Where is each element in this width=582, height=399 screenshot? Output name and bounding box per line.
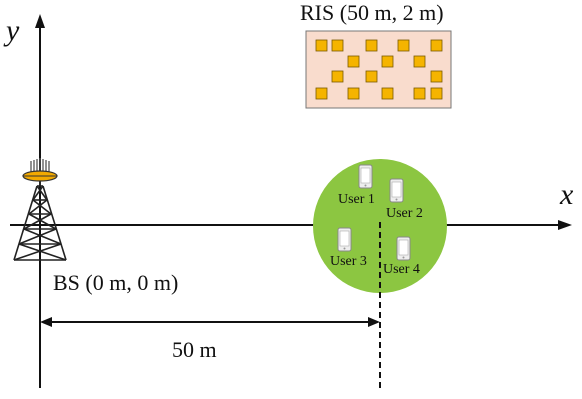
ris-element (413, 87, 426, 100)
ris-element (397, 39, 410, 52)
user-label: User 2 (386, 206, 423, 221)
user-label: User 4 (383, 262, 420, 277)
ris-element (430, 87, 443, 100)
ris-element (347, 87, 360, 100)
ris-panel (305, 30, 452, 109)
smartphone-icon (396, 236, 411, 261)
ris-element (331, 39, 344, 52)
ris-element (365, 70, 378, 83)
smartphone-icon (337, 227, 352, 252)
user-label: User 1 (338, 192, 375, 207)
ris-element (430, 70, 443, 83)
ris-element (331, 70, 344, 83)
ris-element (430, 39, 443, 52)
bs-tower-icon (13, 158, 67, 261)
x-axis-label: x (560, 178, 574, 211)
ris-element (365, 39, 378, 52)
user-label: User 3 (330, 254, 367, 269)
bs-label: BS (0 m, 0 m) (53, 270, 179, 295)
ris-element (347, 55, 360, 68)
smartphone-icon (358, 164, 373, 189)
distance-label: 50 m (172, 337, 217, 362)
ris-element (381, 87, 394, 100)
ris-element (315, 87, 328, 100)
y-axis (35, 14, 45, 388)
ris-element-grid (315, 39, 443, 100)
ris-element (315, 39, 328, 52)
y-axis-label: y (6, 14, 20, 47)
ris-element (381, 55, 394, 68)
smartphone-icon (389, 178, 404, 203)
ris-element (413, 55, 426, 68)
ris-label: RIS (50 m, 2 m) (300, 0, 444, 25)
x-axis (10, 220, 572, 230)
distance-arrow (40, 317, 380, 327)
